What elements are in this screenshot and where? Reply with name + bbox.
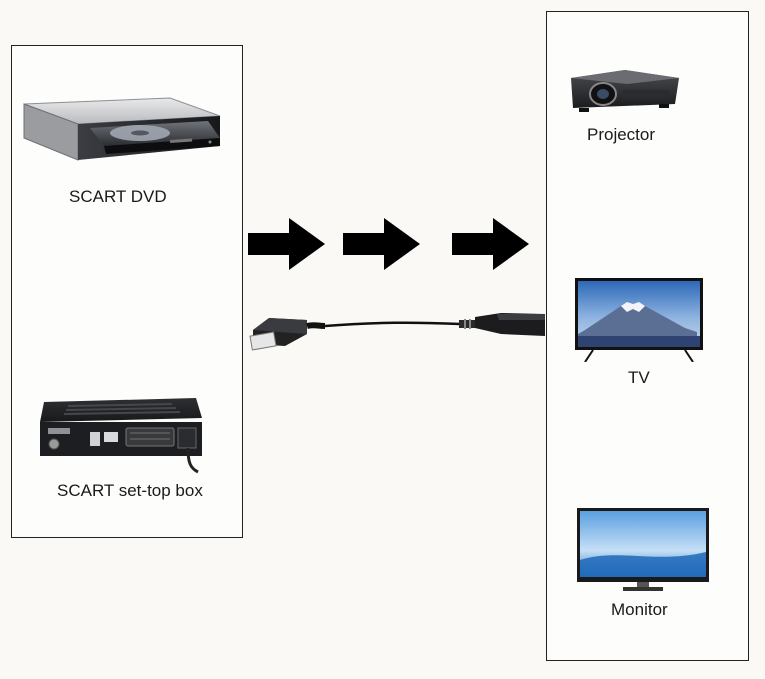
monitor-label: Monitor [611,600,668,619]
tv-label: TV [628,368,650,387]
projector-icon [571,70,679,112]
scart-set-top-box-label: SCART set-top box [57,481,203,500]
flow-arrow-icon [248,218,325,270]
source-devices-panel: SCART DVD SCART set-top box [11,45,243,538]
flow-arrows [248,218,529,270]
tv-icon [575,278,703,362]
dvd-drive-icon [23,97,221,161]
flow-arrow-icon [452,218,529,270]
scart-dvd-label: SCART DVD [69,187,167,206]
scart-cable-icon [249,313,545,351]
signal-flow [248,218,545,351]
set-top-box-icon [40,398,202,474]
projector-label: Projector [587,125,656,144]
output-devices-panel: Projector TV Monitor [546,11,749,661]
flow-arrow-icon [343,218,420,270]
monitor-icon [577,508,709,591]
